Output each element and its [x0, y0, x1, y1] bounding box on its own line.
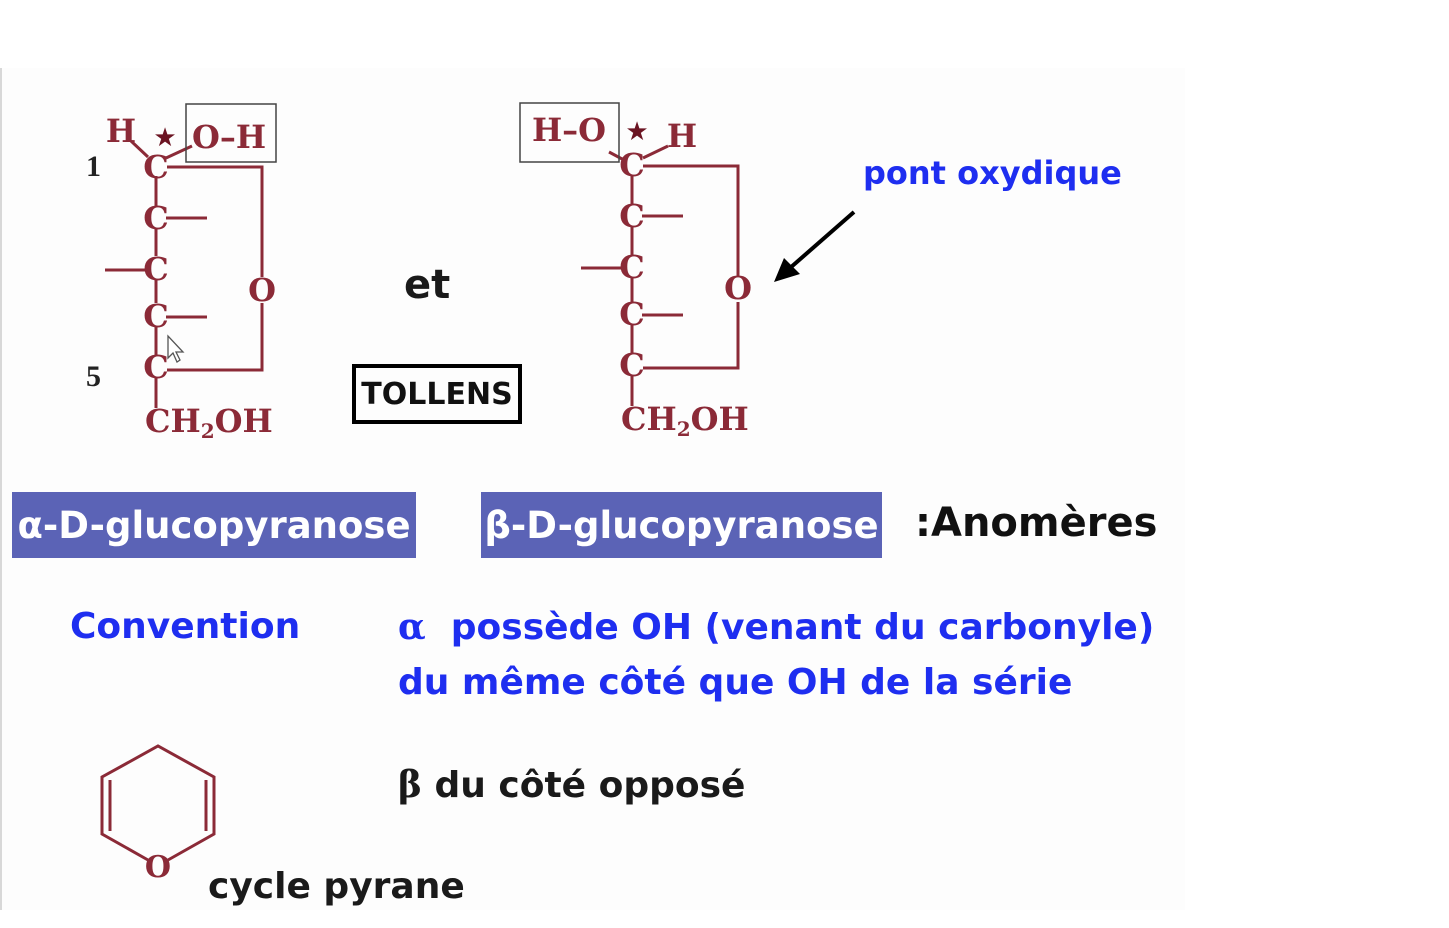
beta-symbol: β: [398, 764, 422, 806]
beta-rule-text: du côté opposé: [434, 765, 746, 806]
slide-background: [0, 68, 1185, 910]
convention-alpha-line2: du même côté que OH de la série: [398, 662, 1073, 703]
convention-beta-line: β du côté opposé: [398, 764, 745, 806]
beta-oh-box: [519, 102, 620, 163]
beta-atoms: H–O H C C C C C O CH2OH: [532, 111, 752, 441]
beta-carbon-2: C: [619, 197, 644, 235]
convention-alpha-line1: α possède OH (venant du carbonyle): [398, 606, 1154, 648]
tollens-label-box: TOLLENS: [352, 364, 522, 424]
alpha-oh-box: [185, 103, 277, 163]
carbon-number-5: 5: [86, 360, 101, 393]
beta-h-right: H: [667, 117, 697, 155]
arrow-icon: [774, 210, 856, 282]
beta-ring-oxygen: O: [724, 269, 752, 307]
alpha-ch2oh: CH2OH: [145, 402, 273, 443]
pyran-oxygen: O: [145, 850, 171, 885]
carbon-number-1: 1: [86, 150, 101, 183]
cursor-icon: [167, 334, 185, 363]
beta-ch2oh: CH2OH: [621, 400, 749, 441]
alpha-oh-boxed: O–H: [192, 118, 266, 156]
beta-bonds: [581, 144, 740, 406]
cycle-pyrane-label: cycle pyrane: [208, 866, 465, 907]
alpha-bonds: [105, 139, 264, 408]
slide-edge: [0, 68, 2, 910]
alpha-carbon-1: C: [143, 148, 168, 186]
alpha-rule-text: possède OH (venant du carbonyle): [450, 607, 1155, 648]
connector-et: et: [404, 262, 451, 308]
pont-oxydique-label: pont oxydique: [863, 154, 1122, 192]
alpha-carbon-5: C: [143, 348, 168, 386]
alpha-star-icon: ★: [153, 123, 176, 153]
alpha-symbol: α: [398, 606, 426, 648]
alpha-h-left: H: [106, 112, 136, 150]
alpha-ring-oxygen: O: [248, 271, 276, 309]
beta-ho-boxed: H–O: [532, 111, 606, 149]
beta-star-icon: ★: [625, 117, 648, 147]
anomers-label: :Anomères: [915, 500, 1158, 546]
convention-label: Convention: [70, 606, 301, 647]
beta-name-badge: β-D-glucopyranose: [481, 492, 882, 558]
alpha-name-badge: α-D-glucopyranose: [12, 492, 416, 558]
beta-carbon-3: C: [619, 248, 644, 286]
alpha-carbon-4: C: [143, 297, 168, 335]
beta-carbon-4: C: [619, 295, 644, 333]
beta-carbon-5: C: [619, 346, 644, 384]
beta-carbon-1: C: [619, 146, 644, 184]
alpha-carbon-3: C: [143, 250, 168, 288]
pyran-ring-icon: [100, 744, 216, 862]
alpha-carbon-2: C: [143, 199, 168, 237]
alpha-atoms: H O–H C C C C C O CH2OH: [106, 112, 276, 443]
